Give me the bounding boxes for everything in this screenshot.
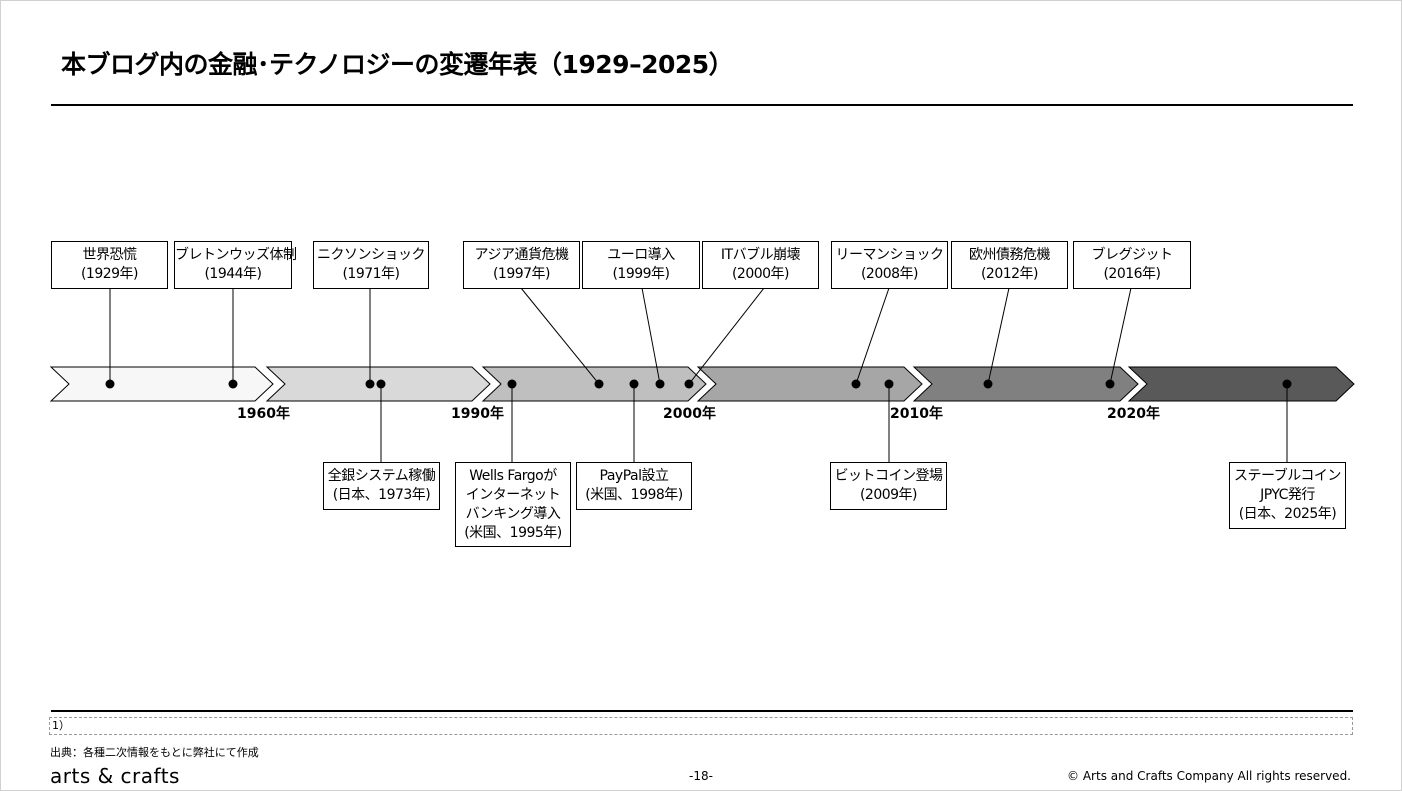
event-box-bretton-woods: ブレトンウッズ体制 (1944年) xyxy=(174,241,297,289)
year-label-2000: 2000年 xyxy=(663,406,716,422)
event-year: (1971年) xyxy=(342,266,400,282)
event-title: ステーブルコイン xyxy=(1234,468,1341,484)
event-box-great-depression: 世界恐慌 (1929年) xyxy=(51,241,168,289)
page-title: 本ブログ内の金融･テクノロジーの変遷年表（1929–2025） xyxy=(61,50,734,79)
event-dot xyxy=(1105,379,1115,389)
event-year: (日本、1973年) xyxy=(332,487,431,503)
event-dot xyxy=(1282,379,1292,389)
year-label-1960: 1960年 xyxy=(237,406,290,422)
event-box-lehman: リーマンショック (2008年) xyxy=(831,241,948,289)
event-title: ユーロ導入 xyxy=(607,247,675,263)
timeline-segment xyxy=(912,366,1139,402)
event-dot xyxy=(851,379,861,389)
event-dot xyxy=(228,379,238,389)
event-box-bitcoin: ビットコイン登場 (2009年) xyxy=(830,462,947,510)
event-year: (2008年) xyxy=(860,266,919,282)
event-title: ビットコイン登場 xyxy=(834,468,944,484)
event-title: 全銀システム稼働 xyxy=(327,468,436,484)
event-dot xyxy=(365,379,375,389)
event-title: 世界恐慌 xyxy=(82,247,138,263)
event-year: (2012年) xyxy=(980,266,1039,282)
event-title: ブレトンウッズ体制 xyxy=(175,247,297,263)
event-box-paypal: PayPal設立 (米国、1998年) xyxy=(576,462,692,510)
event-title: Wells Fargoが xyxy=(469,467,557,484)
connector-line xyxy=(641,287,661,385)
connector-line xyxy=(987,287,1010,385)
connector-line xyxy=(520,287,600,385)
event-title: バンキング導入 xyxy=(465,505,561,522)
event-box-brexit: ブレグジット (2016年) xyxy=(1073,241,1191,289)
footnote: 1） xyxy=(49,717,1353,735)
event-year: (2009年) xyxy=(859,487,918,503)
event-dot xyxy=(376,379,386,389)
event-dot xyxy=(684,379,694,389)
event-year: (日本、2025年) xyxy=(1238,506,1337,522)
event-box-zengin: 全銀システム稼働 (日本、1973年) xyxy=(323,462,440,510)
event-year: (2016年) xyxy=(1103,266,1161,282)
event-title: ITバブル崩壊 xyxy=(720,247,801,263)
event-title: 欧州債務危機 xyxy=(969,247,1051,263)
event-dot xyxy=(105,379,115,389)
event-year: (1929年) xyxy=(80,266,139,282)
event-box-nixon-shock: ニクソンショック (1971年) xyxy=(313,241,429,289)
event-year: (2000年) xyxy=(731,266,790,282)
year-label-2010: 2010年 xyxy=(890,406,943,422)
event-box-asian-crisis: アジア通貨危機 (1997年) xyxy=(463,241,580,289)
year-label-1990: 1990年 xyxy=(451,406,504,422)
event-dot xyxy=(983,379,993,389)
event-title: ブレグジット xyxy=(1091,247,1174,263)
event-title: インターネット xyxy=(465,486,561,503)
event-year: (米国、1995年) xyxy=(464,524,562,541)
event-dot xyxy=(594,379,604,389)
event-dot xyxy=(629,379,639,389)
event-box-dotcom: ITバブル崩壊 (2000年) xyxy=(702,241,819,289)
copyright: © Arts and Crafts Company All rights res… xyxy=(1067,769,1351,783)
event-title: アジア通貨危機 xyxy=(474,247,569,263)
event-title: PayPal設立 xyxy=(599,468,669,484)
event-box-euro-debt: 欧州債務危機 (2012年) xyxy=(951,241,1068,289)
connector-line xyxy=(688,287,765,385)
title-divider xyxy=(51,104,1353,106)
event-year: (米国、1998年) xyxy=(585,487,683,503)
timeline-segment xyxy=(49,366,274,402)
event-box-euro: ユーロ導入 (1999年) xyxy=(582,241,700,289)
event-title: リーマンショック xyxy=(835,247,945,263)
event-box-jpyc: ステーブルコイン JPYC発行 (日本、2025年) xyxy=(1229,462,1346,529)
event-year: (1944年) xyxy=(204,266,262,282)
event-dot xyxy=(655,379,665,389)
event-year: (1997年) xyxy=(492,266,551,282)
year-label-2020: 2020年 xyxy=(1107,406,1160,422)
event-title: JPYC発行 xyxy=(1260,487,1315,503)
event-title: ニクソンショック xyxy=(317,247,426,263)
event-box-wells-fargo: Wells Fargoがインターネットバンキング導入 (米国、1995年) xyxy=(455,462,571,547)
footer-divider xyxy=(51,710,1353,712)
event-dot xyxy=(884,379,894,389)
timeline-segment xyxy=(1127,366,1355,402)
page-number: -18- xyxy=(689,769,713,783)
company-logo: arts & crafts xyxy=(50,764,180,788)
event-dot xyxy=(507,379,517,389)
event-year: (1999年) xyxy=(612,266,670,282)
connector-line xyxy=(855,287,890,385)
connector-line xyxy=(1109,287,1132,385)
source-note: 出典：各種二次情報をもとに弊社にて作成 xyxy=(50,746,259,759)
timeline-segment xyxy=(696,366,923,402)
